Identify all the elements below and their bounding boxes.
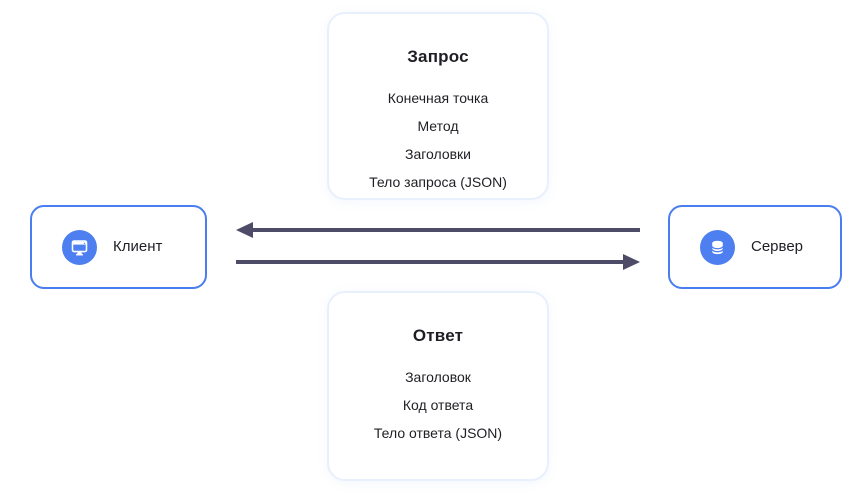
database-icon (700, 229, 735, 265)
response-card-title: Ответ (412, 326, 464, 345)
arrow-client-to-server (236, 254, 640, 270)
response-card: Ответ Заголовок Код ответа Тело ответа (… (327, 291, 549, 481)
server-node: Сервер (668, 205, 842, 289)
request-card-title: Запрос (407, 47, 469, 66)
monitor-icon (62, 229, 97, 265)
request-item: Конечная точка (387, 90, 489, 106)
client-label: Клиент (113, 238, 163, 255)
request-item: Тело запроса (JSON) (369, 174, 507, 190)
request-card: Запрос Конечная точка Метод Заголовки Те… (327, 12, 549, 200)
response-item: Код ответа (402, 397, 474, 413)
request-card-items: Конечная точка Метод Заголовки Тело запр… (329, 90, 547, 190)
client-node: Клиент (30, 205, 207, 289)
response-item: Заголовок (405, 369, 471, 385)
request-item: Заголовки (404, 146, 471, 162)
response-card-items: Заголовок Код ответа Тело ответа (JSON) (329, 369, 547, 441)
arrow-server-to-client (236, 222, 640, 238)
server-label: Сервер (751, 238, 804, 255)
response-item: Тело ответа (JSON) (373, 425, 503, 441)
request-item: Метод (417, 118, 459, 134)
client-server-arrows (236, 222, 640, 270)
